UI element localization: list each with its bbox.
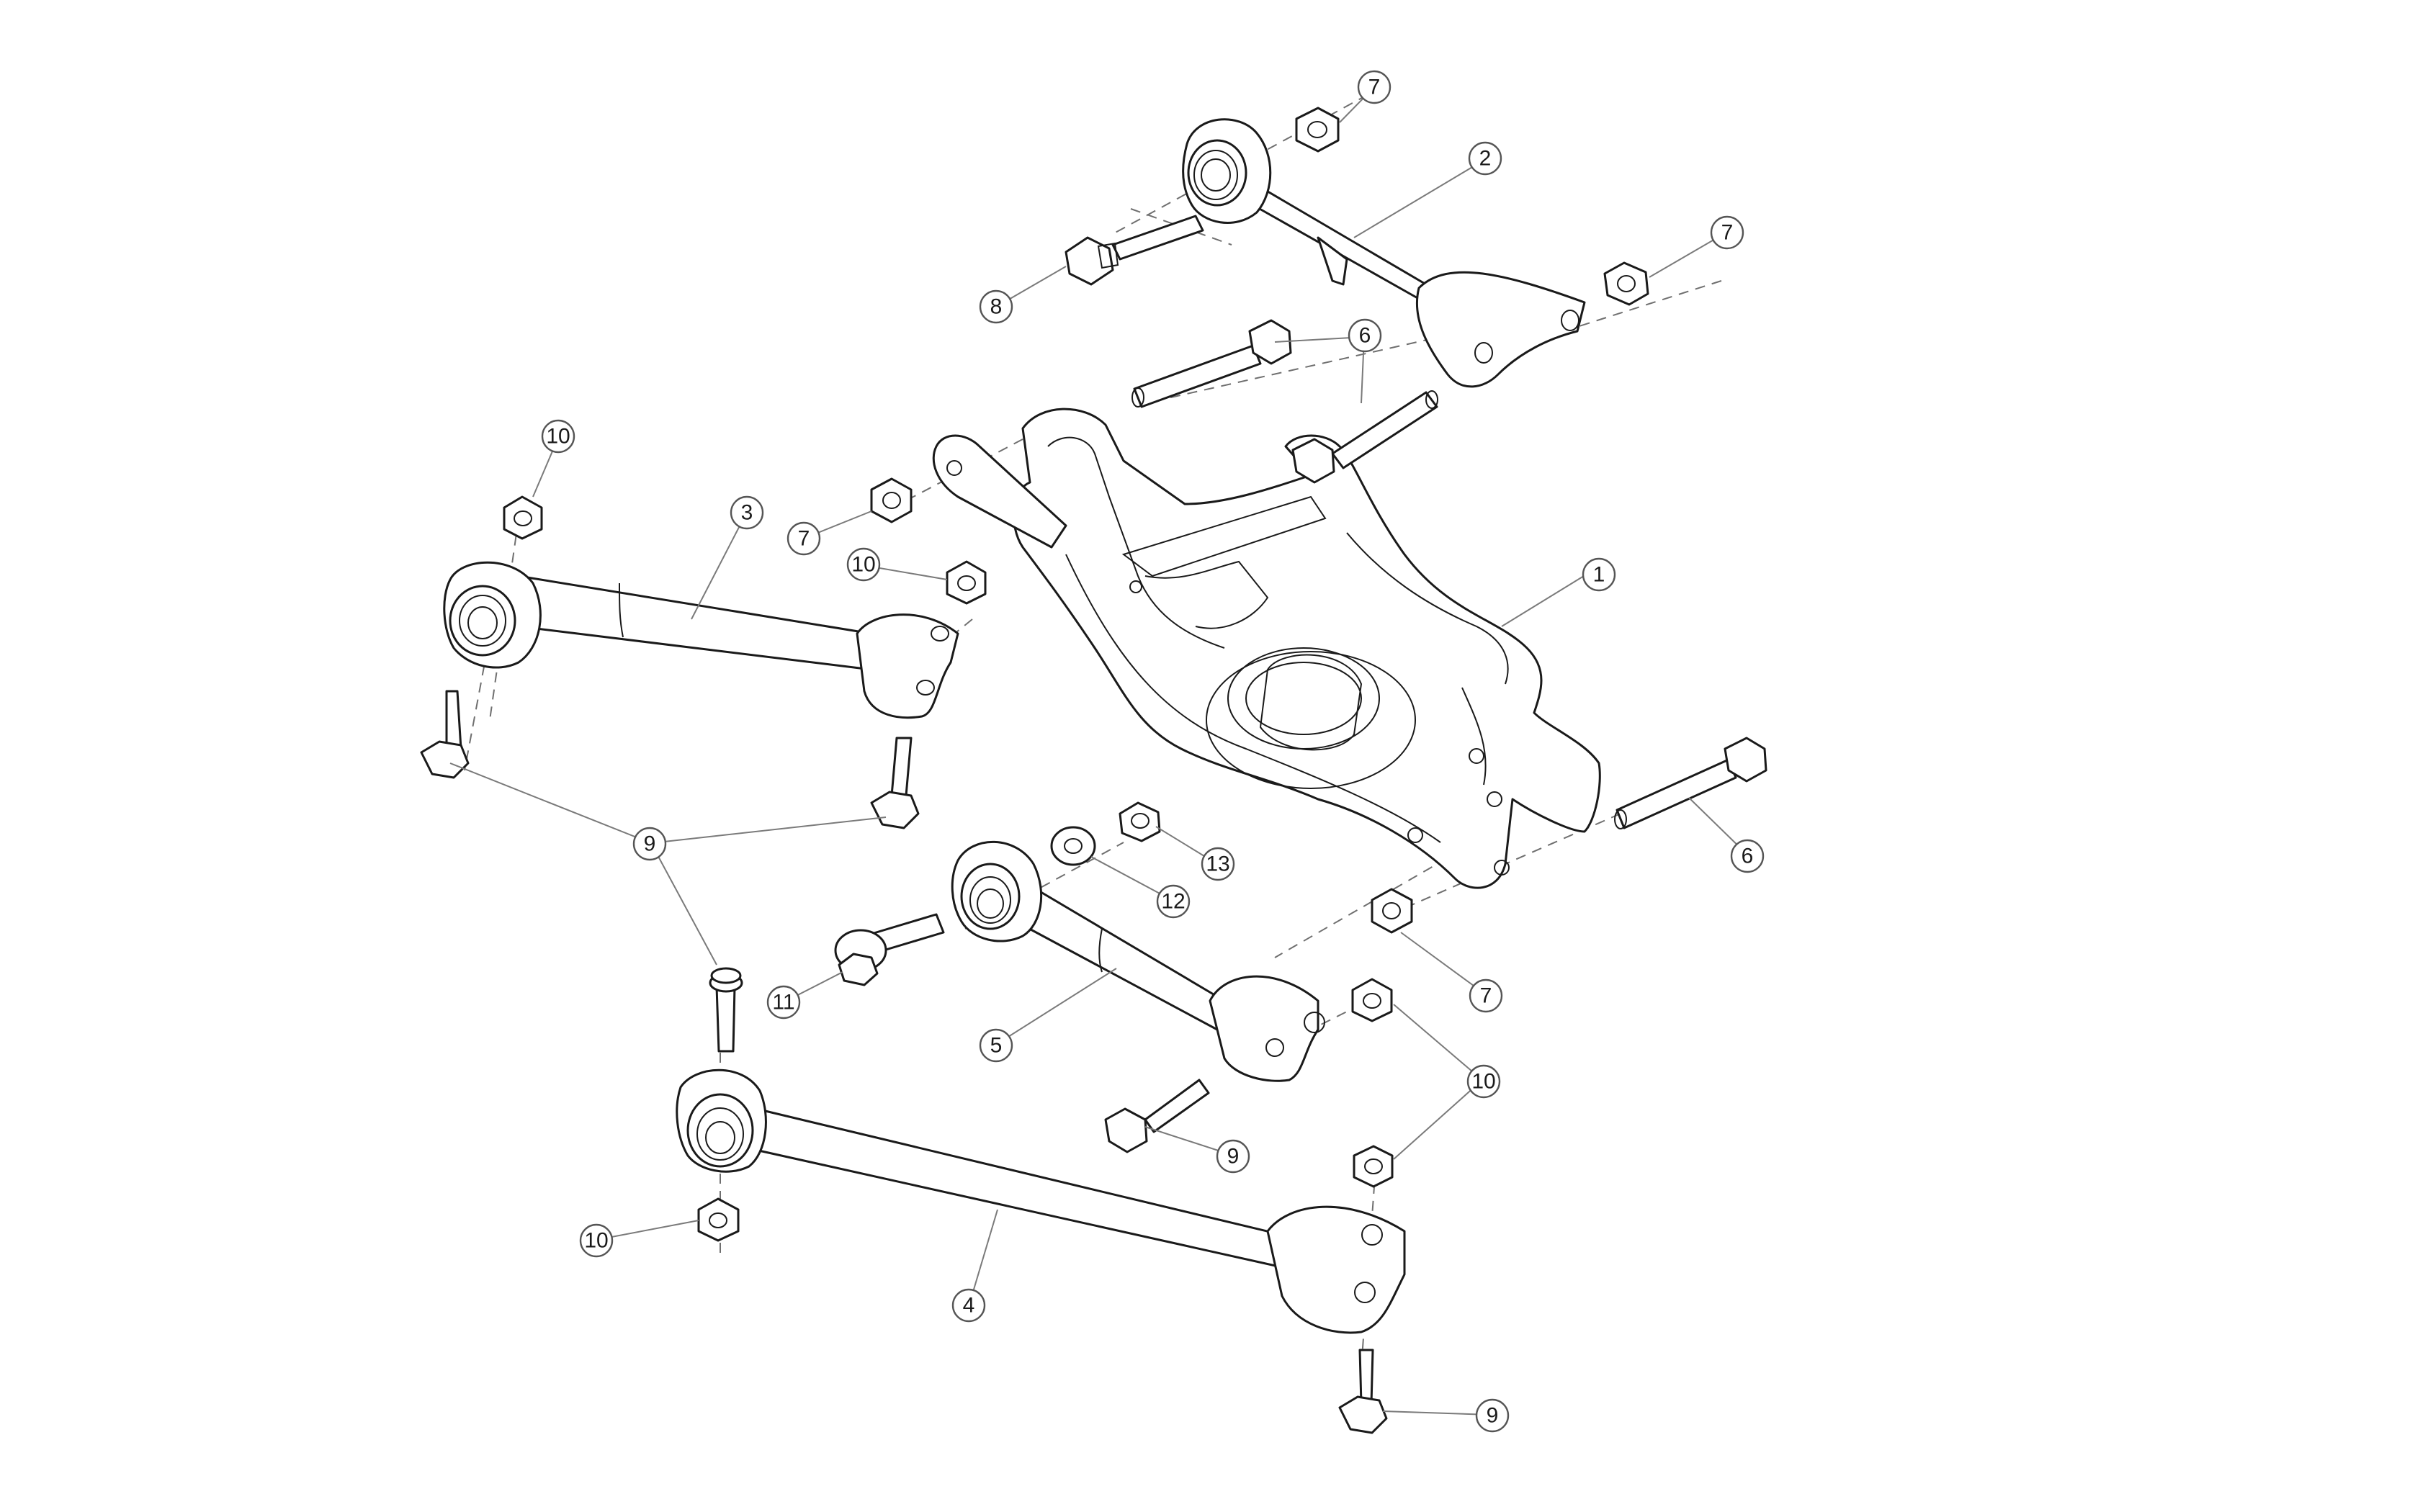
callout-9-middle: 9: [1216, 1139, 1250, 1174]
bolt-9-left: [420, 690, 470, 779]
callout-2: 2: [1468, 141, 1502, 176]
svg-text:2: 2: [1479, 147, 1492, 171]
callout-9-bottom: 9: [1475, 1398, 1510, 1433]
callout-6-upper: 6: [1348, 318, 1382, 353]
svg-text:8: 8: [990, 295, 1003, 319]
svg-text:1: 1: [1593, 563, 1605, 587]
svg-text:4: 4: [963, 1294, 975, 1318]
svg-text:10: 10: [584, 1229, 608, 1253]
bolt-8: [1065, 215, 1204, 286]
svg-text:13: 13: [1206, 852, 1229, 876]
bolt-9-lower-middle: [1104, 1079, 1210, 1153]
nut-10-lower-right: [1353, 1145, 1394, 1188]
svg-text:12: 12: [1161, 890, 1185, 914]
nut-7-top: [1295, 107, 1340, 153]
callout-8: 8: [979, 289, 1013, 324]
bolt-6-middle: [1291, 390, 1438, 484]
callout-7-bottom: 7: [1469, 978, 1503, 1013]
bolt-9-middle-left: [870, 737, 920, 829]
toe-link: [951, 840, 1325, 1082]
nut-10-right: [1351, 978, 1393, 1022]
callout-5: 5: [979, 1028, 1013, 1063]
svg-text:11: 11: [772, 991, 794, 1014]
bolt-11: [834, 913, 945, 986]
svg-text:10: 10: [546, 425, 570, 449]
callout-1: 1: [1582, 557, 1616, 592]
nut-10-top-left: [503, 495, 543, 540]
svg-text:7: 7: [798, 527, 810, 551]
svg-text:6: 6: [1742, 845, 1754, 868]
rear-link-upper: [443, 561, 959, 719]
lower-control-arm: [932, 408, 1601, 889]
callout-12: 12: [1156, 884, 1191, 919]
svg-text:3: 3: [741, 501, 753, 525]
callout-10-top-left: 10: [541, 419, 575, 454]
lateral-link: [676, 1068, 1406, 1334]
svg-text:7: 7: [1480, 984, 1492, 1008]
callout-3: 3: [730, 495, 764, 530]
callout-7-top: 7: [1357, 70, 1392, 104]
svg-text:6: 6: [1359, 324, 1371, 348]
nut-7-bottom: [1371, 888, 1413, 934]
bolt-9-bottom-right: [1338, 1349, 1388, 1434]
svg-text:7: 7: [1368, 76, 1381, 99]
callout-10-bottom-left: 10: [579, 1223, 614, 1258]
callout-4: 4: [951, 1288, 986, 1323]
svg-text:5: 5: [990, 1034, 1003, 1058]
nut-10-middle: [946, 560, 987, 605]
nut-10-bottom-left: [697, 1197, 740, 1242]
callout-11: 11: [766, 985, 801, 1020]
svg-text:9: 9: [644, 832, 656, 856]
nut-13: [1119, 801, 1161, 842]
callout-9-left: 9: [632, 827, 667, 861]
svg-text:9: 9: [1227, 1145, 1240, 1169]
callout-10-middle: 10: [846, 547, 881, 582]
bolt-9-center: [709, 967, 743, 1053]
callout-13: 13: [1201, 847, 1235, 881]
svg-text:10: 10: [851, 553, 875, 577]
nut-7-right: [1603, 261, 1649, 306]
leader-lines: [449, 88, 1748, 1416]
callout-6-right: 6: [1730, 839, 1765, 873]
nut-7-left: [870, 477, 913, 523]
callout-10-right: 10: [1466, 1064, 1501, 1099]
upper-link: [1182, 118, 1586, 388]
svg-text:7: 7: [1721, 221, 1734, 245]
washer-12: [1050, 826, 1096, 866]
callout-7-right: 7: [1710, 215, 1744, 250]
bolt-6-right: [1614, 737, 1767, 829]
svg-text:10: 10: [1471, 1070, 1495, 1094]
svg-text:9: 9: [1487, 1404, 1499, 1428]
callout-7-left: 7: [786, 521, 821, 556]
bolt-6-upper: [1131, 319, 1292, 408]
